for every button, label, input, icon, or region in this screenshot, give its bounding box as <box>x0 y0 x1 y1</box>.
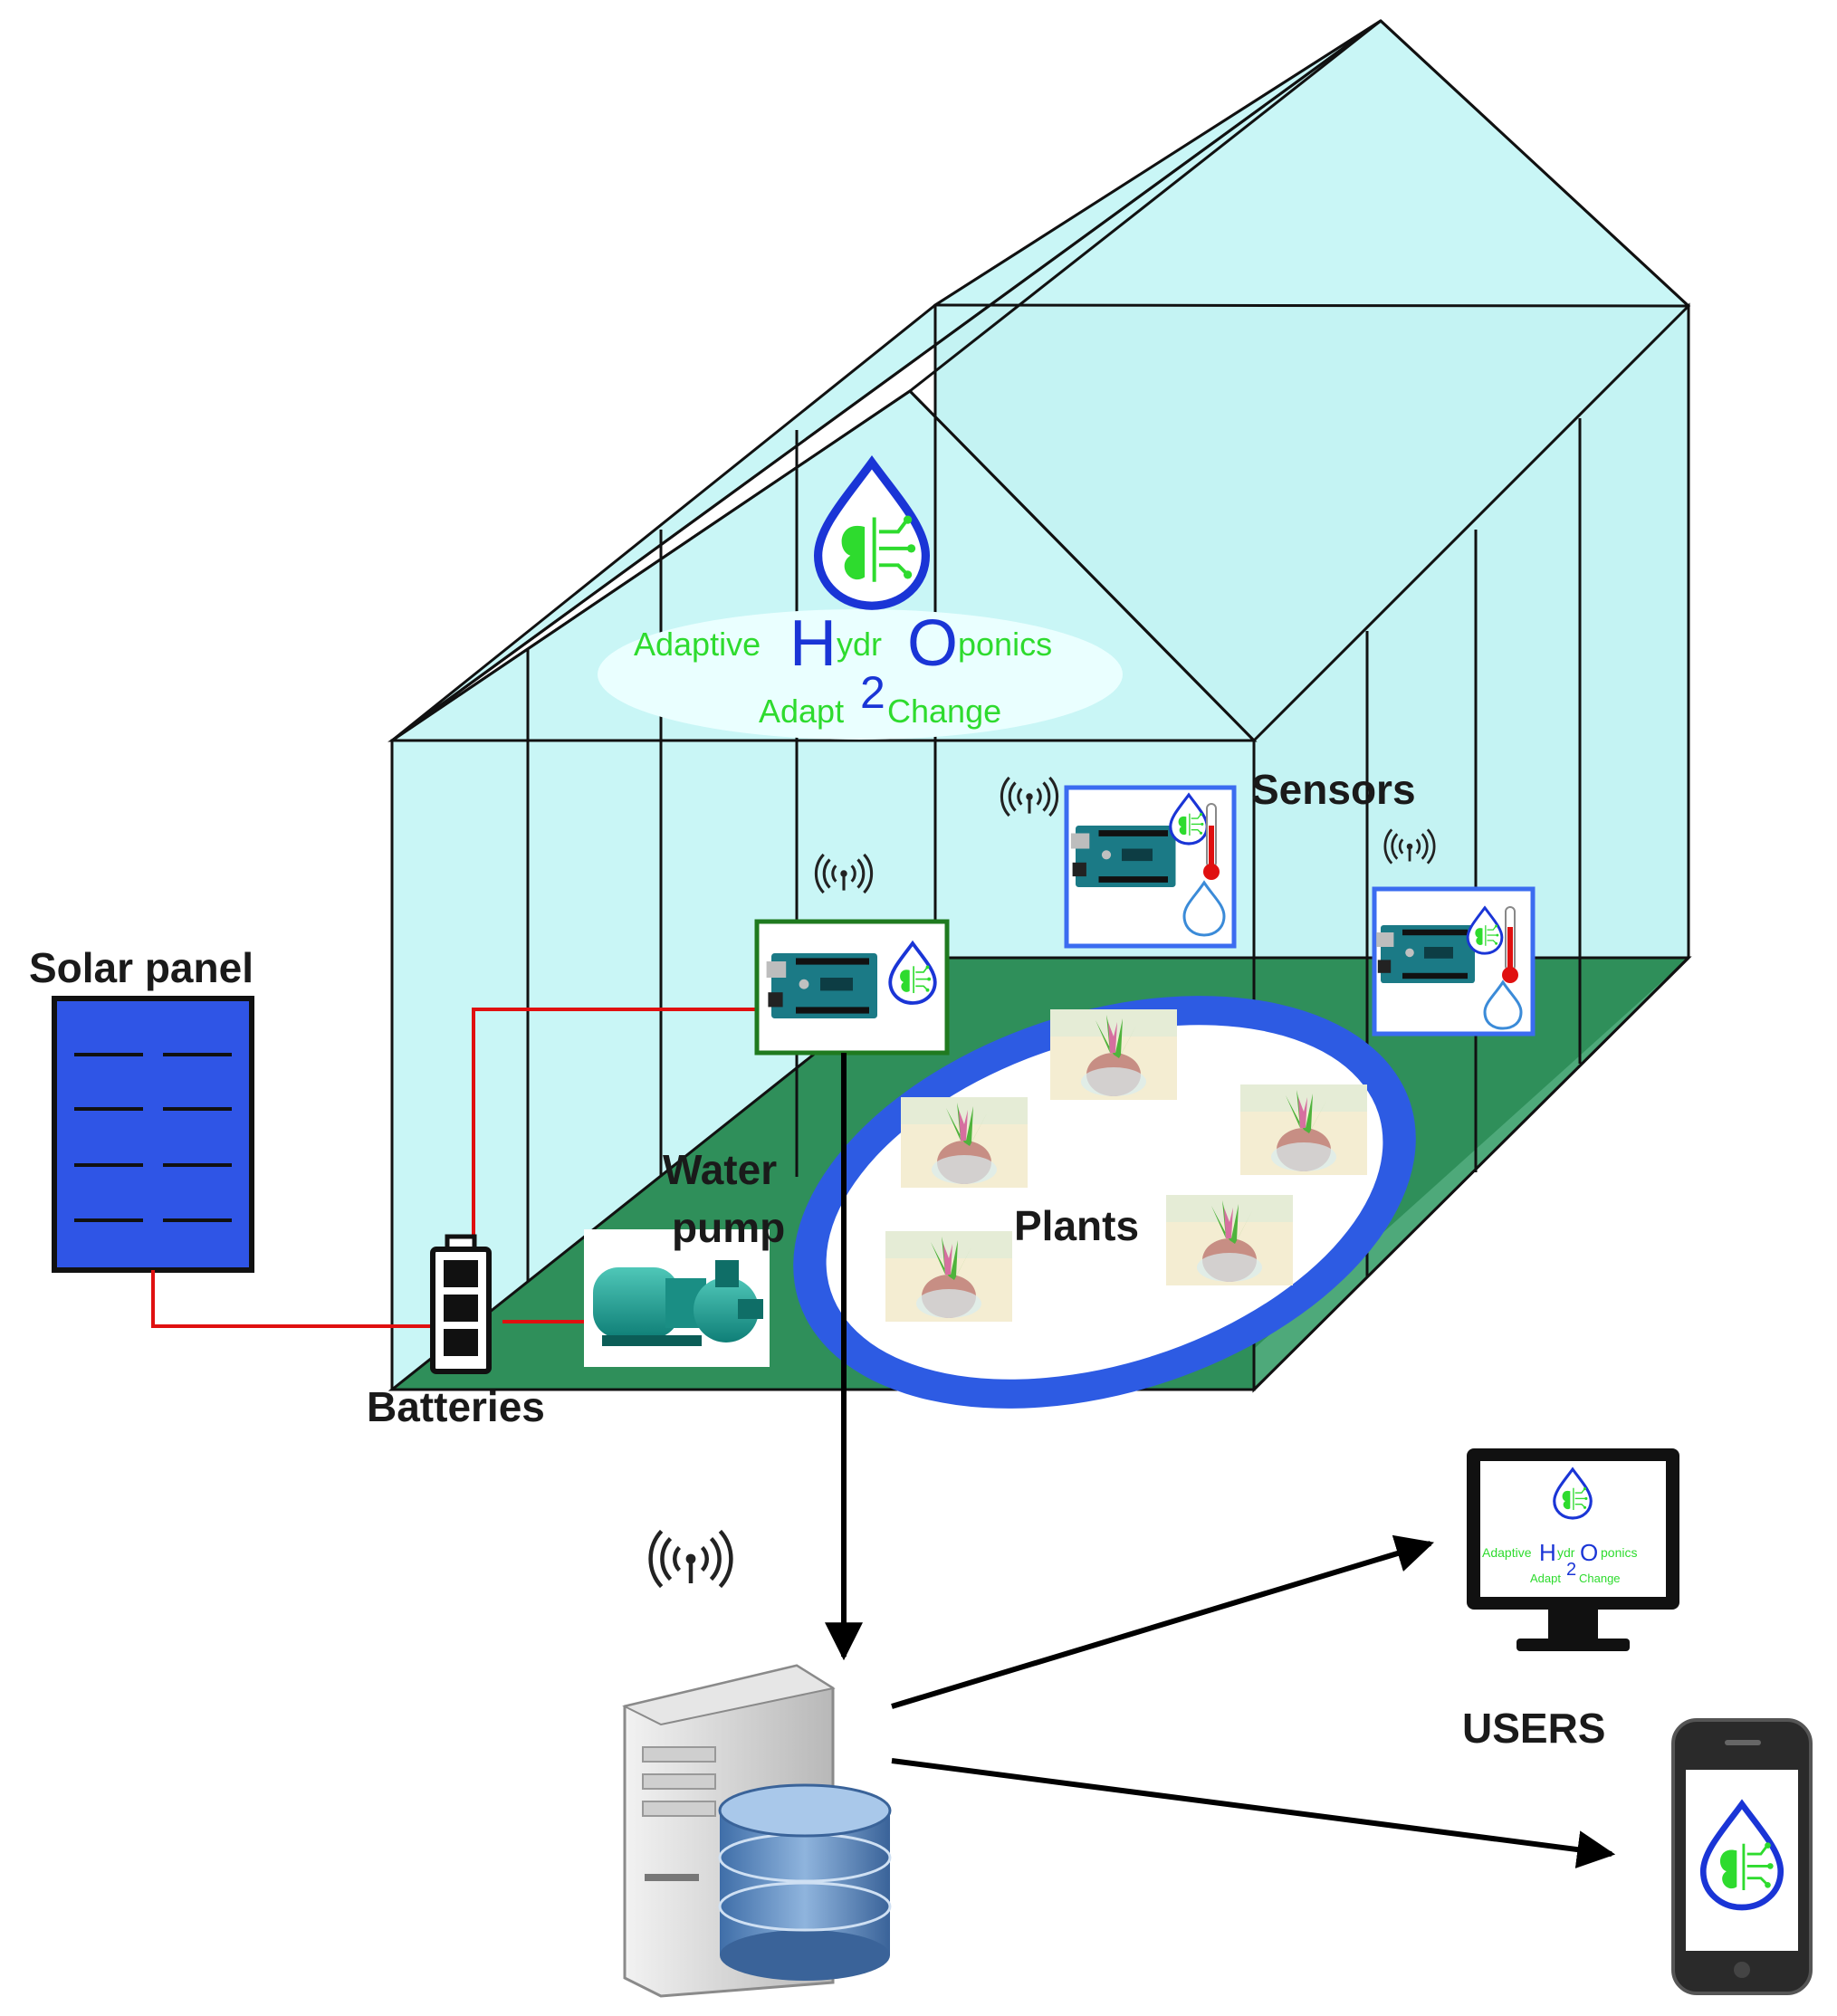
wireless-signal-icon <box>651 1531 732 1586</box>
arduino-board-icon <box>766 953 877 1018</box>
logo-word-change: Change <box>887 693 1001 730</box>
monitor-logo-adaptive: Adaptive <box>1482 1545 1532 1560</box>
plant-image-5 <box>1166 1195 1293 1285</box>
data-flow-arrows <box>825 1053 1616 1868</box>
logo-word-adapt: Adapt <box>759 693 844 730</box>
humidity-icon <box>1483 979 1523 1030</box>
database-icon <box>718 1783 892 1981</box>
server-to-phone-arrow <box>891 1758 1616 1868</box>
power-wires <box>151 1008 757 1328</box>
battery-icon <box>430 1234 492 1374</box>
monitor-logo-h: H <box>1539 1539 1556 1566</box>
sensor-node-2 <box>1372 886 1536 1037</box>
solar-panel-label: Solar panel <box>29 944 254 991</box>
monitor-logo-change: Change <box>1579 1572 1621 1585</box>
water-pump-label-line2: pump <box>672 1204 785 1251</box>
humidity-icon <box>1182 880 1226 937</box>
monitor-logo-ydr: ydr <box>1557 1545 1575 1560</box>
plant-image-1 <box>1050 1009 1177 1100</box>
adapt2change-logo: Adaptive H ydr O ponics Adapt 2 Change <box>598 463 1123 740</box>
smartphone-icon <box>1671 1718 1813 1995</box>
plants-label: Plants <box>1014 1202 1139 1249</box>
thermometer-icon <box>1502 906 1518 983</box>
logo-number-2: 2 <box>860 667 885 718</box>
solar-panel <box>52 996 254 1273</box>
main-controller <box>754 919 950 1056</box>
sensors-label: Sensors <box>1251 766 1416 813</box>
plant-image-4 <box>885 1231 1012 1322</box>
monitor-logo-adapt: Adapt <box>1530 1572 1561 1585</box>
users-label: USERS <box>1462 1705 1605 1752</box>
desktop-monitor-icon: Adaptive H ydr O ponics Adapt 2 Change <box>1467 1448 1679 1651</box>
logo-word-ydr: ydr <box>837 626 882 663</box>
arduino-board-icon <box>1070 826 1176 887</box>
monitor-logo-2: 2 <box>1566 1560 1576 1580</box>
batteries-label: Batteries <box>367 1383 545 1430</box>
water-pump <box>584 1229 770 1367</box>
plant-image-3 <box>1240 1084 1367 1175</box>
logo-word-ponics: ponics <box>958 626 1052 663</box>
logo-word-adaptive: Adaptive <box>634 626 761 663</box>
logo-letter-h: H <box>789 607 837 680</box>
monitor-logo-ponics: ponics <box>1601 1545 1637 1560</box>
logo-letter-o: O <box>907 607 958 680</box>
plant-image-2 <box>901 1097 1028 1188</box>
sensor-node-1 <box>1064 785 1237 949</box>
water-pump-label-line1: Water <box>663 1146 777 1193</box>
server-to-desktop-arrow <box>891 1534 1435 1709</box>
thermometer-icon <box>1203 803 1220 880</box>
arduino-board-icon <box>1376 925 1475 983</box>
monitor-logo-o: O <box>1580 1539 1598 1566</box>
